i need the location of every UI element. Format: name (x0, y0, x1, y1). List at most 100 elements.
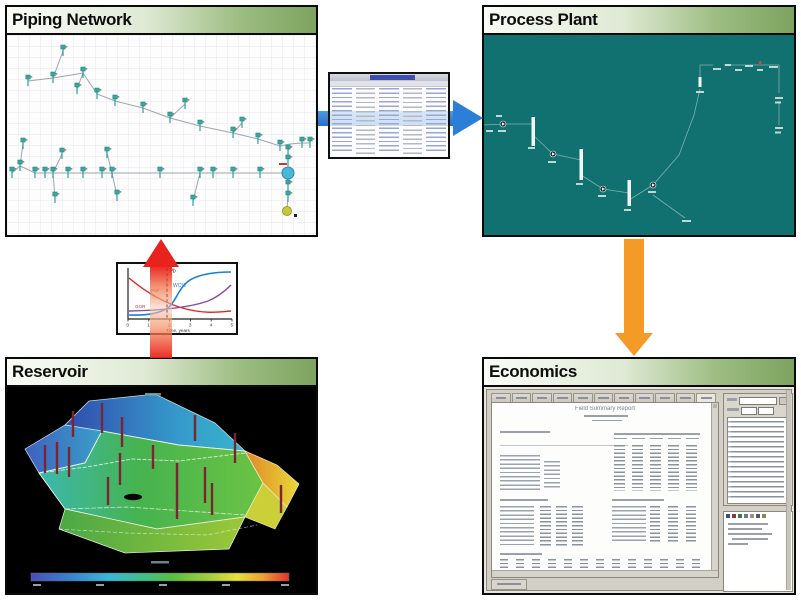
piping-network-header: Piping Network (7, 7, 316, 35)
number-column (596, 559, 604, 570)
process-plant-title: Process Plant (489, 10, 598, 29)
piping-network-map (7, 35, 316, 235)
data-column (426, 88, 446, 154)
field-label (727, 398, 737, 401)
section-heading (500, 553, 542, 556)
report-tab[interactable] (511, 393, 532, 402)
inset-table-header (330, 81, 448, 87)
options-tree[interactable] (727, 417, 790, 504)
list-item (732, 538, 768, 540)
reservoir-header: Reservoir (7, 359, 316, 387)
process-flow-diagram (484, 35, 794, 235)
report-tab[interactable] (675, 393, 696, 402)
text-column (544, 461, 560, 489)
report-tab[interactable] (552, 393, 573, 402)
number-column (660, 559, 668, 570)
number-column (532, 559, 540, 570)
report-tab-active[interactable] (696, 393, 717, 402)
section-heading (500, 499, 548, 502)
number-column (668, 445, 679, 491)
pump-icon (649, 181, 657, 189)
color-scale-bar (30, 572, 290, 582)
sidebar-settings-box (723, 393, 793, 506)
flare-marker (759, 61, 762, 65)
table-caption (614, 433, 700, 436)
colorbar-ticks (33, 584, 289, 586)
column-icon (531, 117, 535, 146)
toolbar-icon[interactable] (738, 514, 742, 518)
field-label (727, 408, 739, 411)
report-tab[interactable] (655, 393, 675, 402)
economics-header: Economics (484, 359, 794, 387)
toolbar-icon[interactable] (762, 514, 766, 518)
bottom-sheet-tab[interactable] (491, 579, 527, 590)
toolbar-icon[interactable] (726, 514, 730, 518)
network-data-table-inset (328, 72, 450, 159)
number-column (540, 506, 551, 548)
number-column (644, 559, 652, 570)
data-column (402, 88, 423, 154)
summary-report-page: Field Summary Report (491, 402, 719, 578)
value-input[interactable] (758, 407, 774, 415)
panel-reservoir: Reservoir (5, 357, 318, 595)
economics-title: Economics (489, 362, 577, 381)
report-tab[interactable] (593, 393, 614, 402)
data-column (379, 88, 399, 154)
arrow-down-icon (615, 333, 653, 356)
value-input[interactable] (741, 407, 757, 415)
column-icon (627, 180, 631, 206)
window-scroll-strip[interactable] (786, 390, 791, 590)
tick-1: 1 (147, 323, 150, 328)
manifold-node-icon (281, 166, 295, 180)
section-heading (500, 431, 550, 434)
pump-icon (599, 185, 607, 193)
data-column (355, 88, 376, 154)
col-header (632, 437, 645, 440)
col-header (668, 437, 681, 440)
number-column (632, 445, 643, 491)
tree-checkboxes (728, 421, 731, 499)
report-tab[interactable] (491, 393, 511, 402)
economics-canvas: Field Summary Report (484, 387, 794, 593)
report-tab[interactable] (634, 393, 655, 402)
number-column (628, 559, 636, 570)
report-tab-bar (491, 393, 717, 402)
toolbar-icon[interactable] (750, 514, 754, 518)
tick-5: 5 (231, 323, 234, 328)
report-tab[interactable] (614, 393, 634, 402)
process-equipment (499, 61, 762, 206)
piping-network-title: Piping Network (12, 10, 132, 29)
text-column (500, 506, 534, 548)
process-plant-header: Process Plant (484, 7, 794, 35)
performance-chart: Pb WC% Pwf GOR 0 1 2 3 4 5 Time, years (127, 268, 234, 333)
number-column (614, 445, 625, 491)
number-column (650, 445, 661, 491)
reservoir-3d-view (7, 387, 316, 593)
text-input[interactable] (739, 397, 777, 405)
report-tab[interactable] (573, 393, 593, 402)
column-icon (579, 149, 583, 180)
number-column (686, 506, 696, 542)
number-column (612, 559, 620, 570)
toolbar-icon[interactable] (744, 514, 748, 518)
report-vertical-scrollbar[interactable] (711, 403, 718, 577)
report-horizontal-scrollbar[interactable] (492, 570, 718, 577)
number-column (668, 506, 678, 542)
number-column (686, 445, 697, 491)
toolbar-icon[interactable] (756, 514, 760, 518)
well-bars (43, 403, 283, 519)
x-axis-label: Time, years (166, 328, 191, 333)
panel-economics: Economics Field Summary R (482, 357, 796, 595)
inset-table-columns (330, 87, 448, 155)
report-tab[interactable] (532, 393, 552, 402)
toolbar-icon[interactable] (732, 514, 736, 518)
list-item (728, 528, 762, 530)
wc-label: WC% (173, 283, 186, 289)
arrow-up-icon (143, 239, 179, 267)
sink-node-icon (282, 206, 292, 216)
col-header (614, 437, 627, 440)
sidebar-list-box (723, 511, 793, 592)
inset-titlebar (330, 74, 448, 81)
view-label (145, 393, 161, 396)
